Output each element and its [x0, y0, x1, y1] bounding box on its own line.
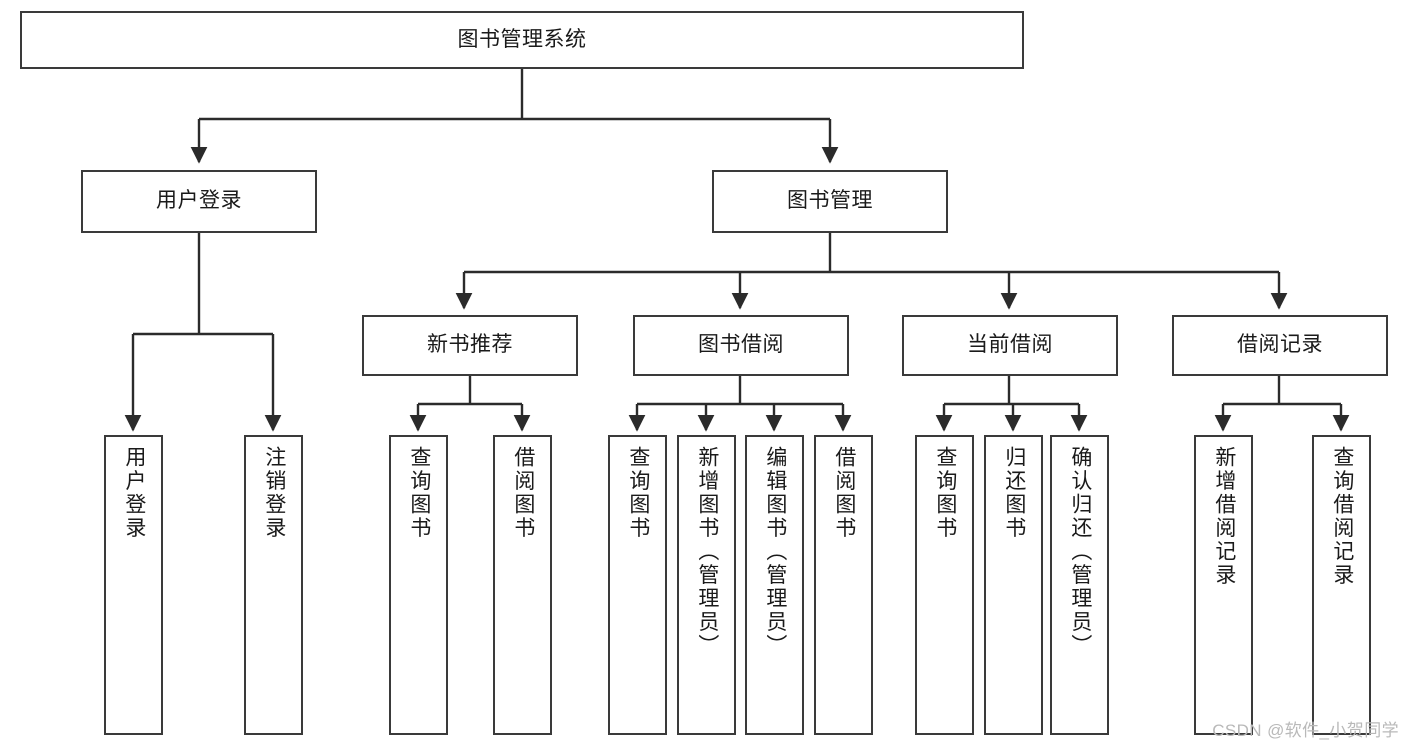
node-leaf-edit-book[interactable]: 编辑图书（管理员） [745, 435, 804, 735]
node-new-book-rec[interactable]: 新书推荐 [362, 315, 578, 376]
node-leaf-add-book[interactable]: 新增图书（管理员） [677, 435, 736, 735]
node-leaf-query-record[interactable]: 查询借阅记录 [1312, 435, 1371, 735]
node-user-login-label: 用户登录 [156, 189, 242, 213]
node-user-login[interactable]: 用户登录 [81, 170, 317, 233]
node-leaf-query-book-1-label: 查询图书 [407, 446, 431, 540]
node-leaf-query-book-1[interactable]: 查询图书 [389, 435, 448, 735]
node-leaf-borrow-book-1[interactable]: 借阅图书 [493, 435, 552, 735]
node-leaf-user-login[interactable]: 用户登录 [104, 435, 163, 735]
node-leaf-add-record-label: 新增借阅记录 [1212, 446, 1236, 587]
node-book-manage[interactable]: 图书管理 [712, 170, 948, 233]
node-new-book-rec-label: 新书推荐 [427, 333, 513, 357]
node-borrow-record-label: 借阅记录 [1237, 333, 1323, 357]
node-current-borrow[interactable]: 当前借阅 [902, 315, 1118, 376]
node-book-borrow[interactable]: 图书借阅 [633, 315, 849, 376]
node-leaf-confirm-return[interactable]: 确认归还（管理员） [1050, 435, 1109, 735]
node-leaf-borrow-book-2[interactable]: 借阅图书 [814, 435, 873, 735]
node-leaf-logout[interactable]: 注销登录 [244, 435, 303, 735]
node-leaf-query-record-label: 查询借阅记录 [1330, 446, 1354, 587]
node-leaf-logout-label: 注销登录 [262, 446, 286, 540]
node-leaf-query-book-3-label: 查询图书 [933, 446, 957, 540]
node-book-manage-label: 图书管理 [787, 189, 873, 213]
node-borrow-record[interactable]: 借阅记录 [1172, 315, 1388, 376]
node-current-borrow-label: 当前借阅 [967, 333, 1053, 357]
csdn-watermark: CSDN @软件_小贺同学 [1212, 721, 1399, 740]
node-leaf-add-book-label: 新增图书（管理员） [695, 446, 719, 658]
node-root-label: 图书管理系统 [457, 27, 587, 51]
node-root[interactable]: 图书管理系统 [20, 11, 1024, 69]
node-leaf-return-book-label: 归还图书 [1002, 446, 1026, 540]
node-leaf-user-login-label: 用户登录 [122, 446, 146, 540]
node-leaf-add-record[interactable]: 新增借阅记录 [1194, 435, 1253, 735]
node-leaf-borrow-book-2-label: 借阅图书 [832, 446, 856, 540]
node-leaf-query-book-2[interactable]: 查询图书 [608, 435, 667, 735]
node-leaf-borrow-book-1-label: 借阅图书 [511, 446, 535, 540]
node-leaf-query-book-2-label: 查询图书 [626, 446, 650, 540]
node-book-borrow-label: 图书借阅 [698, 333, 784, 357]
node-leaf-return-book[interactable]: 归还图书 [984, 435, 1043, 735]
node-leaf-edit-book-label: 编辑图书（管理员） [763, 446, 787, 658]
node-leaf-query-book-3[interactable]: 查询图书 [915, 435, 974, 735]
node-leaf-confirm-return-label: 确认归还（管理员） [1068, 446, 1092, 658]
